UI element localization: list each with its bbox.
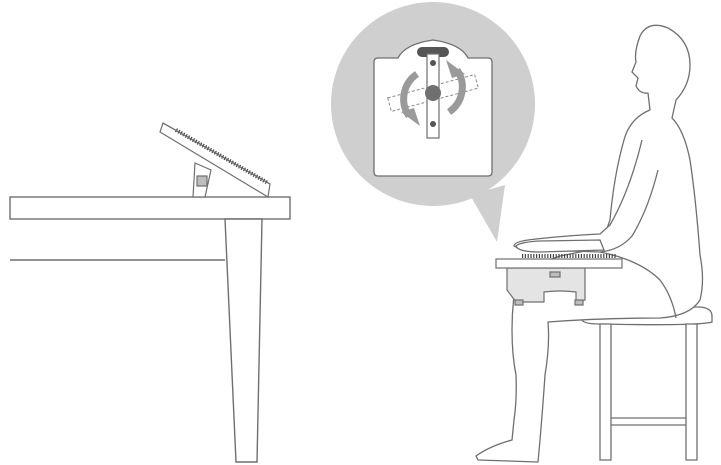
table-top bbox=[9, 196, 291, 220]
support-foot-right bbox=[574, 299, 584, 306]
callout-bubble bbox=[331, 2, 535, 242]
tilted-keyboard-stand bbox=[159, 122, 271, 198]
table-leg bbox=[224, 218, 263, 463]
support-foot-left bbox=[514, 299, 524, 306]
pivot-knob bbox=[425, 85, 441, 101]
table bbox=[9, 196, 291, 463]
stand-keyboard-plate bbox=[159, 122, 271, 198]
bracket-slot bbox=[417, 47, 449, 57]
support-latch bbox=[549, 271, 561, 278]
lap-keyboard-tray bbox=[495, 258, 623, 269]
seated-person bbox=[475, 24, 704, 463]
stool bbox=[581, 306, 713, 461]
stand-support-knob bbox=[196, 175, 208, 187]
person-hip-line bbox=[599, 251, 677, 319]
person-arm bbox=[513, 139, 659, 253]
rotation-arrow-head-right bbox=[446, 60, 465, 78]
stool-leg-front bbox=[599, 323, 612, 461]
person-hand bbox=[515, 239, 605, 253]
bracket-screw-bottom bbox=[430, 121, 436, 127]
lap-keyboard-stand bbox=[495, 254, 623, 306]
bracket-screw-top bbox=[430, 60, 436, 66]
person-silhouette bbox=[475, 24, 704, 463]
rotation-arrow-head-left bbox=[401, 108, 420, 126]
callout-tail bbox=[470, 185, 505, 242]
stool-leg-back bbox=[685, 323, 698, 461]
